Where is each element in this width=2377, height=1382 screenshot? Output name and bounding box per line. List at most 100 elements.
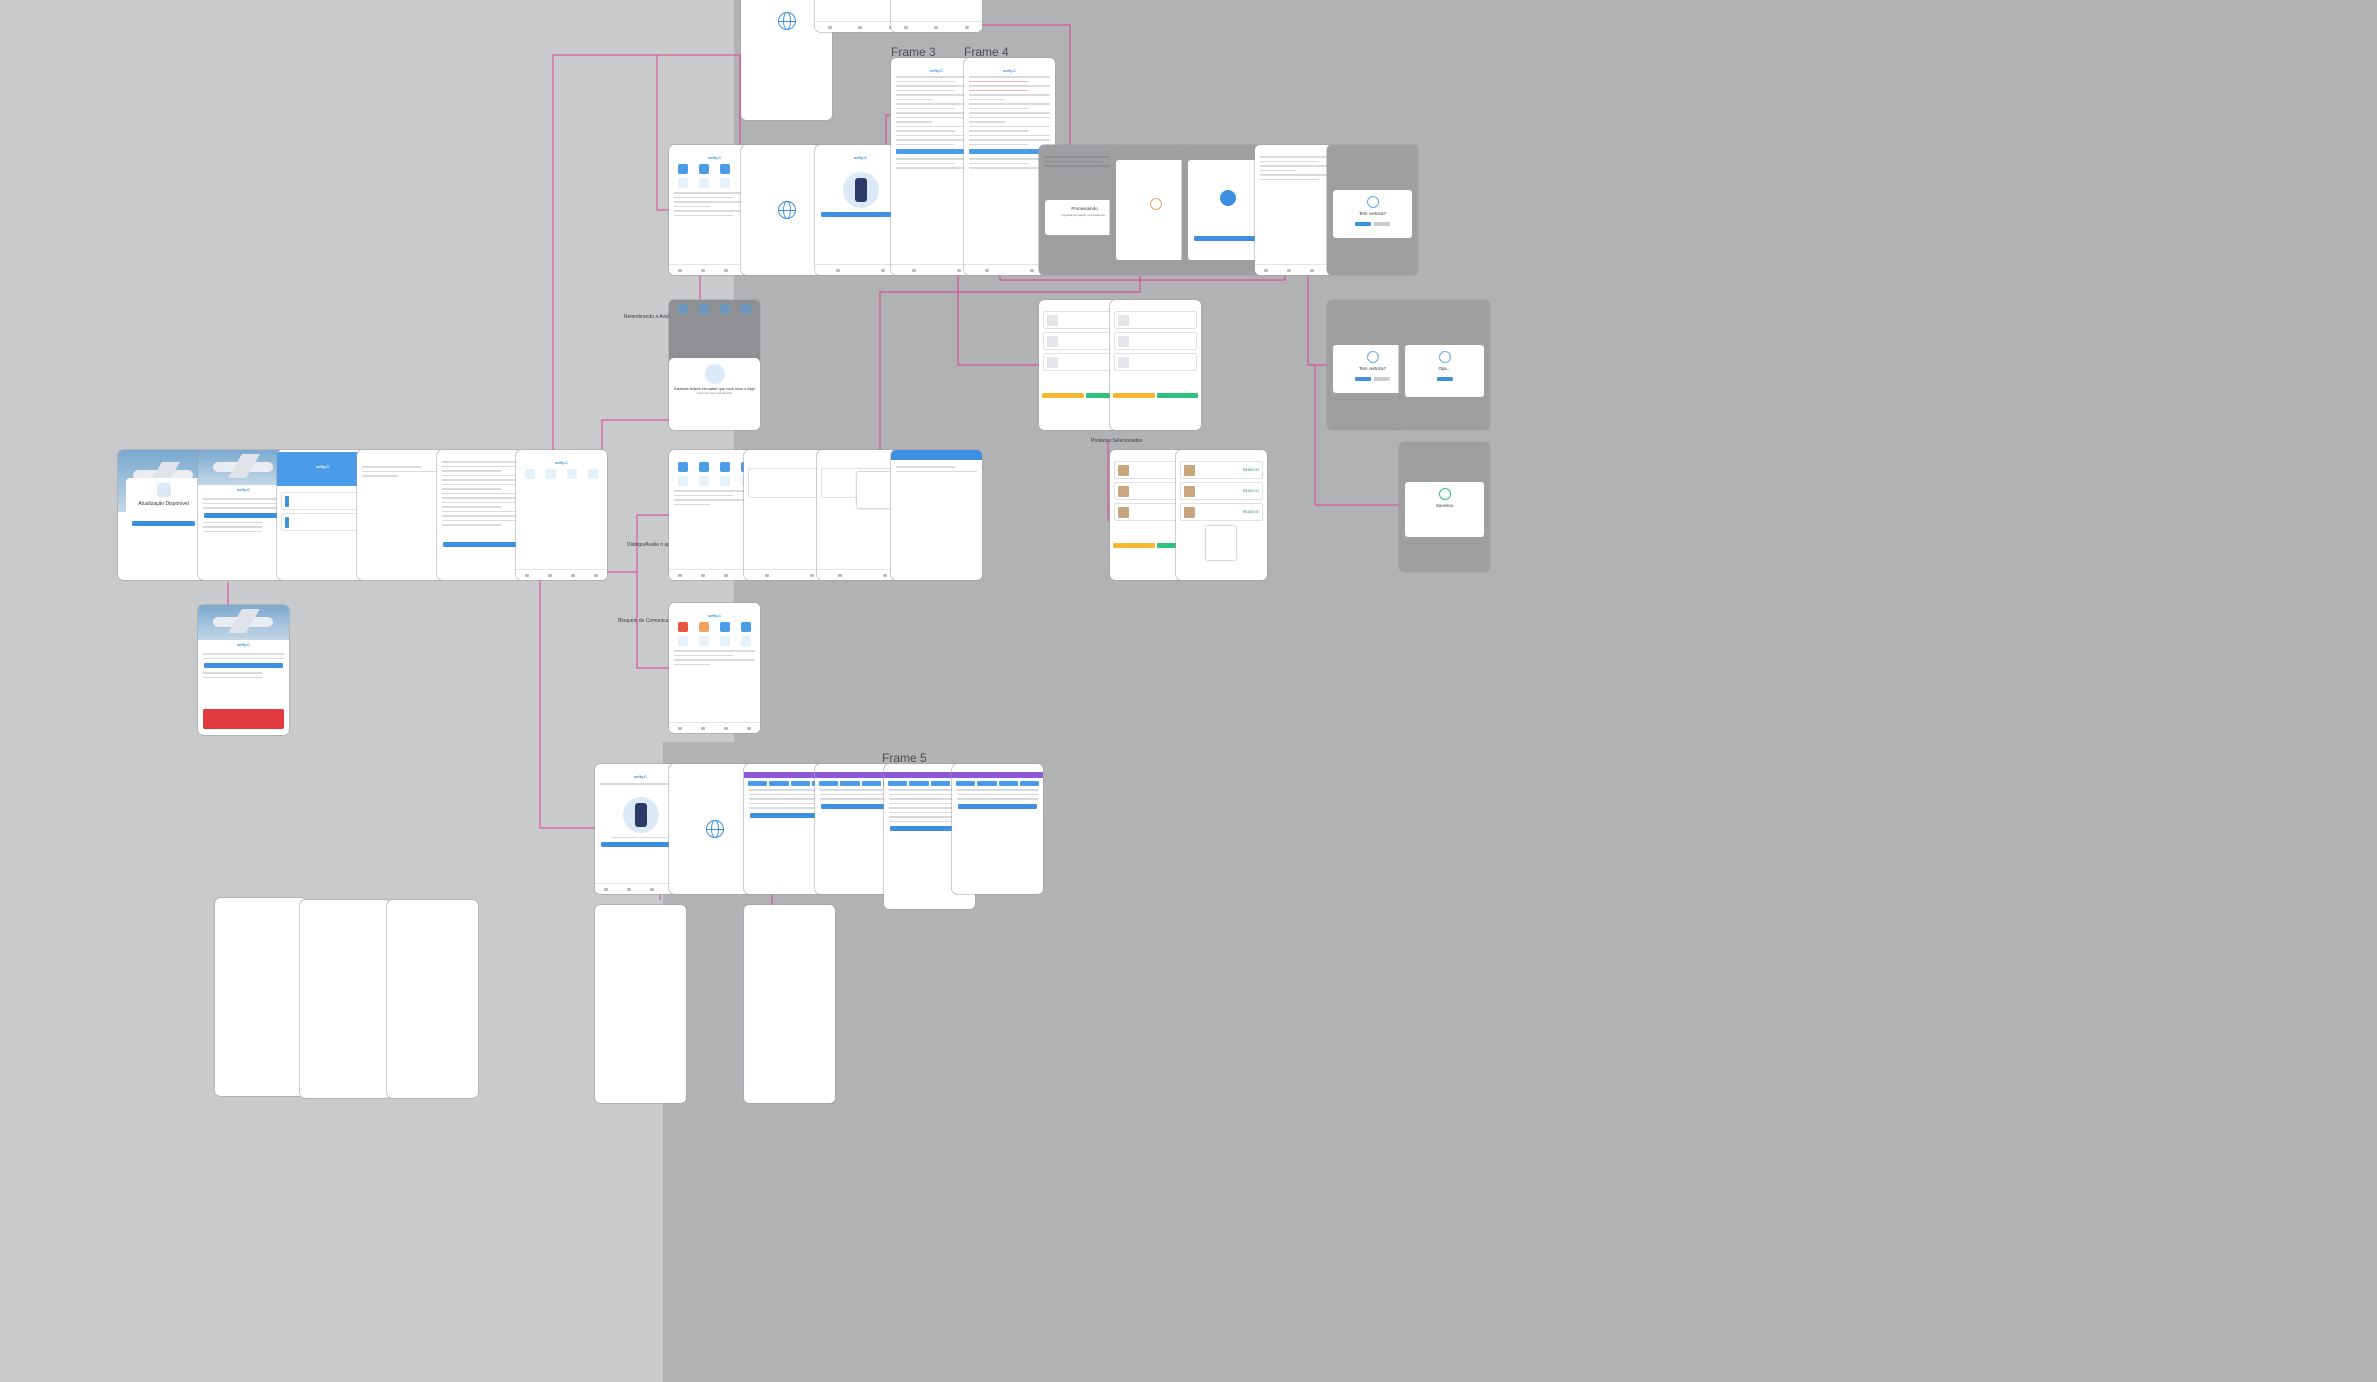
rating-subtitle: Como foi sua experiência? <box>696 391 733 395</box>
confirm-dialog[interactable]: Tem certeza? <box>1333 190 1412 238</box>
screen-bottom-c[interactable] <box>387 900 478 1098</box>
screen-form-top-a[interactable] <box>815 0 906 32</box>
tab-bar[interactable] <box>669 722 760 733</box>
app-logo: sefty.C <box>633 774 648 779</box>
screen-products-b[interactable]: R$ 800,00 R$ 800,00 R$ 800,00 <box>1176 450 1267 580</box>
screen-bottom-b[interactable] <box>300 900 391 1098</box>
context-menu[interactable] <box>857 472 891 508</box>
filter-tabs[interactable] <box>956 781 1039 786</box>
product-price: R$ 800,00 <box>1242 468 1259 472</box>
flow-note-3: Bloqueio de Comunicação <box>618 618 677 624</box>
globe-icon <box>777 12 796 30</box>
accept-button[interactable] <box>1156 393 1198 398</box>
tab-bar[interactable] <box>744 569 835 580</box>
reject-button[interactable] <box>1113 393 1155 398</box>
rating-sheet[interactable]: Estamos felizes em saber que você usou o… <box>669 358 760 430</box>
success-dialog[interactable]: Sucesso <box>1405 482 1484 537</box>
flow-note-4: Produtos Selecionados <box>1091 438 1143 444</box>
connector <box>999 276 1286 281</box>
progress-ring-icon <box>1149 198 1162 210</box>
screen-home[interactable]: sefty.C <box>516 450 607 580</box>
product-price: R$ 800,00 <box>1242 489 1259 493</box>
frame-label-4: Frame 4 <box>964 45 1009 59</box>
primary-button[interactable] <box>601 842 680 847</box>
app-logo: sefty.C <box>554 460 569 465</box>
quick-actions[interactable] <box>673 622 756 632</box>
product-item[interactable]: R$ 800,00 <box>1180 461 1263 479</box>
update-illustration-icon <box>156 483 171 497</box>
screen-oops[interactable]: Ops... <box>1399 300 1490 430</box>
done-dialog[interactable] <box>1188 160 1267 260</box>
context-menu[interactable] <box>1206 526 1236 560</box>
company-item[interactable] <box>281 513 364 531</box>
flow-note-1: Relembrando a Avaliação da App <box>624 314 698 320</box>
yes-button[interactable] <box>1355 377 1371 381</box>
screen-doc-list-b[interactable] <box>1110 300 1201 430</box>
screen-confirm-1[interactable]: Tem certeza? <box>1327 145 1418 275</box>
no-button[interactable] <box>1374 377 1390 381</box>
screen-dashboard-3[interactable]: sefty.C <box>669 603 760 733</box>
tab-bar[interactable] <box>817 569 908 580</box>
accept-terms-button[interactable] <box>443 541 522 547</box>
screen-success[interactable]: Sucesso <box>1399 442 1490 572</box>
screen-permissions[interactable] <box>357 450 448 580</box>
flow-note-2: Diálogo/Avalie o app <box>627 542 673 548</box>
screen-bottom-d[interactable] <box>595 905 686 1103</box>
reject-button[interactable] <box>1042 393 1084 398</box>
app-logo: sefty.C <box>929 68 944 73</box>
accept-button[interactable] <box>1085 393 1127 398</box>
search-button[interactable] <box>750 812 829 818</box>
screen-login-error[interactable]: sefty.C <box>198 605 289 735</box>
product-thumbnail <box>1184 485 1195 497</box>
tab-bar[interactable] <box>815 21 906 32</box>
empty-state-illustration <box>842 172 879 208</box>
tab-bar[interactable] <box>815 264 906 275</box>
header-banner: sefty.C <box>277 452 368 486</box>
question-icon <box>1366 351 1379 363</box>
oops-dialog[interactable]: Ops... <box>1405 345 1484 397</box>
tab-bar[interactable] <box>891 21 982 32</box>
login-button[interactable] <box>204 663 283 668</box>
product-item[interactable]: R$ 800,00 <box>1180 482 1263 500</box>
search-button[interactable] <box>821 803 900 809</box>
confirm-dialog[interactable]: Tem certeza? <box>1333 345 1412 393</box>
app-logo: sefty.C <box>236 642 251 647</box>
product-thumbnail <box>1118 485 1129 497</box>
primary-button[interactable] <box>821 212 900 217</box>
screen-terms[interactable] <box>437 450 528 580</box>
reject-button[interactable] <box>1113 543 1155 548</box>
processing-subtitle: Aguarde enquanto processamos... <box>1061 213 1108 217</box>
progress-dialog[interactable] <box>1116 160 1195 260</box>
confirm-button[interactable] <box>1194 236 1261 241</box>
search-button[interactable] <box>958 803 1037 809</box>
screen-search-filter-d[interactable] <box>952 764 1043 894</box>
menu-grid[interactable] <box>520 469 603 479</box>
screen-bottom-e[interactable] <box>744 905 835 1103</box>
product-thumbnail <box>1118 506 1129 518</box>
screen-company-select[interactable]: sefty.C <box>277 450 368 580</box>
tab-bar[interactable] <box>964 264 1055 275</box>
screen-bottom-a[interactable] <box>215 898 306 1096</box>
update-button[interactable] <box>132 521 195 526</box>
company-item[interactable] <box>281 492 364 510</box>
screen-created[interactable] <box>891 450 982 580</box>
screen-login[interactable]: sefty.C <box>198 450 289 580</box>
no-button[interactable] <box>1374 222 1390 226</box>
product-item[interactable]: R$ 800,00 <box>1180 503 1263 521</box>
update-modal[interactable]: Atualização Disponível <box>126 478 201 553</box>
screen-empty-illustration[interactable]: sefty.C <box>815 145 906 275</box>
login-button[interactable] <box>204 512 283 518</box>
tab-bar[interactable] <box>891 264 982 275</box>
screen-update-available[interactable]: Atualização Disponível <box>118 450 209 580</box>
connector <box>539 572 595 829</box>
error-alert <box>203 709 284 729</box>
search-button[interactable] <box>890 826 969 831</box>
menu-grid[interactable] <box>673 636 756 646</box>
screen-form-top-b[interactable] <box>891 0 982 32</box>
screen-rating-modal[interactable]: Estamos felizes em saber que você usou o… <box>669 300 760 430</box>
ok-button[interactable] <box>1436 377 1453 381</box>
globe-icon <box>777 201 796 219</box>
yes-button[interactable] <box>1355 222 1371 226</box>
tab-bar[interactable] <box>516 569 607 580</box>
